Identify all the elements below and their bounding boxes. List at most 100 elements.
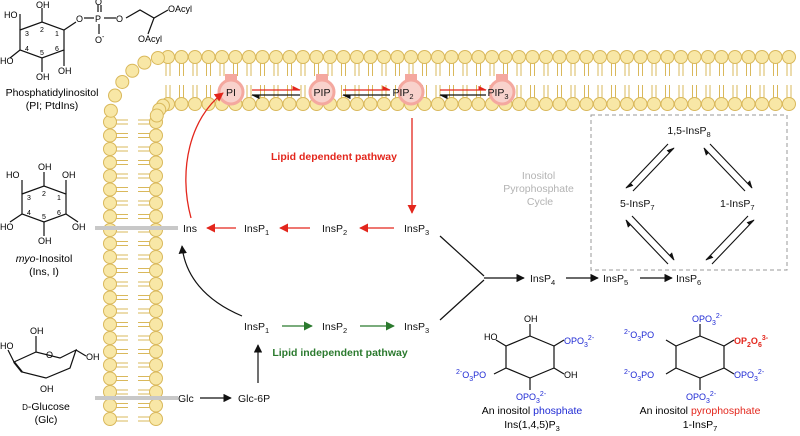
- insp3-dependent-label: InsP3: [404, 223, 429, 237]
- lipid-head: [201, 50, 216, 64]
- pi-label: PI: [226, 87, 236, 99]
- lipid-head: [149, 108, 164, 123]
- pip2-label: PIP2: [392, 87, 413, 101]
- inositol-phosphate-caption: An inositol phosphate: [482, 405, 583, 417]
- insp4-label: InsP4: [530, 273, 555, 287]
- lipid-head: [150, 50, 165, 65]
- ins-abbrev: (Ins, I): [29, 266, 59, 278]
- lipid-head: [149, 142, 163, 156]
- lipid-head: [103, 371, 117, 386]
- insp5-label: InsP5: [603, 273, 628, 287]
- pip-label: PIP: [314, 87, 331, 99]
- svg-text:HO: HO: [0, 56, 14, 66]
- lipid-head: [539, 97, 553, 111]
- ins-name: myo-Inositol: [16, 253, 73, 265]
- svg-text:OAcyl: OAcyl: [138, 34, 162, 44]
- glc-label: Glc: [178, 393, 194, 405]
- svg-text:5: 5: [40, 50, 44, 57]
- lipid-head: [512, 97, 526, 111]
- lipid-head: [149, 304, 163, 318]
- phosphoinositide-equilibria: [251, 85, 487, 100]
- lipid-head: [660, 97, 675, 111]
- lipid-head: [215, 50, 229, 64]
- lipid-head: [512, 50, 526, 64]
- svg-text:O-: O-: [95, 34, 105, 45]
- lipid-head: [103, 398, 117, 413]
- lipid-head: [103, 209, 117, 224]
- ins-to-pi-arrow: [185, 92, 224, 219]
- lipid-independent-label: Lipid independent pathway: [272, 347, 407, 359]
- svg-text:HO: HO: [484, 332, 498, 342]
- lipid-head: [255, 50, 270, 64]
- svg-text:OH: OH: [30, 326, 44, 336]
- svg-text:OPO32-: OPO32-: [686, 391, 717, 405]
- lipid-head: [149, 290, 163, 305]
- lipid-head: [188, 50, 202, 64]
- lipid-head: [103, 236, 117, 251]
- lipid-head: [269, 97, 283, 111]
- lipid-head: [701, 50, 715, 64]
- lipid-head: [174, 50, 189, 64]
- svg-text:O: O: [95, 0, 102, 7]
- lipid-head: [606, 97, 621, 111]
- cell-membrane: [103, 50, 796, 426]
- svg-text:OH: OH: [38, 236, 52, 246]
- lipid-head: [149, 277, 163, 291]
- lipid-head: [444, 50, 459, 64]
- lipid-head: [728, 50, 742, 64]
- lipid-head: [103, 344, 117, 359]
- 5-insp7-label: 5-InsP7: [620, 198, 655, 212]
- insp8-label: 1,5-InsP8: [667, 125, 710, 139]
- lipid-head: [485, 50, 499, 64]
- lipid-head: [269, 50, 283, 64]
- lipid-head: [498, 50, 513, 64]
- svg-text:6: 6: [55, 46, 59, 53]
- glc-name: D-Glucose: [22, 401, 70, 413]
- lipid-head: [674, 97, 688, 111]
- svg-text:O: O: [46, 350, 53, 360]
- insp3-independent-label: InsP3: [404, 321, 429, 335]
- svg-text:2-O3PO: 2-O3PO: [624, 329, 654, 343]
- lipid-head: [782, 50, 796, 64]
- lipid-head: [633, 97, 648, 111]
- svg-text:5: 5: [42, 214, 46, 221]
- svg-text:3: 3: [27, 195, 31, 202]
- lipid-head: [458, 50, 472, 64]
- lipid-head: [782, 97, 796, 111]
- lipid-head: [660, 50, 675, 64]
- lipid-head: [149, 128, 163, 143]
- lipid-head: [687, 97, 702, 111]
- svg-text:OPO32-: OPO32-: [692, 313, 723, 327]
- lipid-head: [282, 50, 297, 64]
- 1-insp7-name: 1-InsP7: [683, 419, 718, 433]
- lipid-head: [149, 155, 163, 170]
- ins-label: Ins: [183, 223, 197, 235]
- lipid-head: [149, 344, 163, 359]
- svg-text:4: 4: [27, 210, 31, 217]
- pi-headgroup: PI: [217, 74, 245, 106]
- lipid-head: [149, 358, 163, 372]
- lipid-head: [741, 50, 756, 64]
- lipid-head: [336, 50, 351, 64]
- svg-text:OH: OH: [36, 0, 50, 10]
- lipid-head: [103, 169, 117, 183]
- lipid-head: [755, 50, 769, 64]
- svg-text:OPO32-: OPO32-: [516, 391, 547, 405]
- lipid-head: [620, 50, 634, 64]
- svg-text:O: O: [116, 14, 123, 24]
- lipid-head: [363, 97, 378, 111]
- svg-text:OH: OH: [62, 170, 76, 180]
- lipid-head: [552, 97, 567, 111]
- inositol-pyrophosphate-caption: An inositol pyrophosphate: [640, 405, 761, 417]
- lipid-head: [687, 50, 702, 64]
- lipid-head: [444, 97, 459, 111]
- lipid-head: [149, 236, 163, 251]
- ins145p3-name: Ins(1,4,5)P3: [504, 419, 560, 433]
- lipid-head: [755, 97, 769, 111]
- lipid-head: [149, 317, 163, 332]
- svg-text:HO: HO: [4, 10, 18, 20]
- lipid-head: [149, 209, 163, 224]
- svg-text:O: O: [76, 14, 83, 24]
- svg-text:2-O3PO: 2-O3PO: [456, 369, 486, 383]
